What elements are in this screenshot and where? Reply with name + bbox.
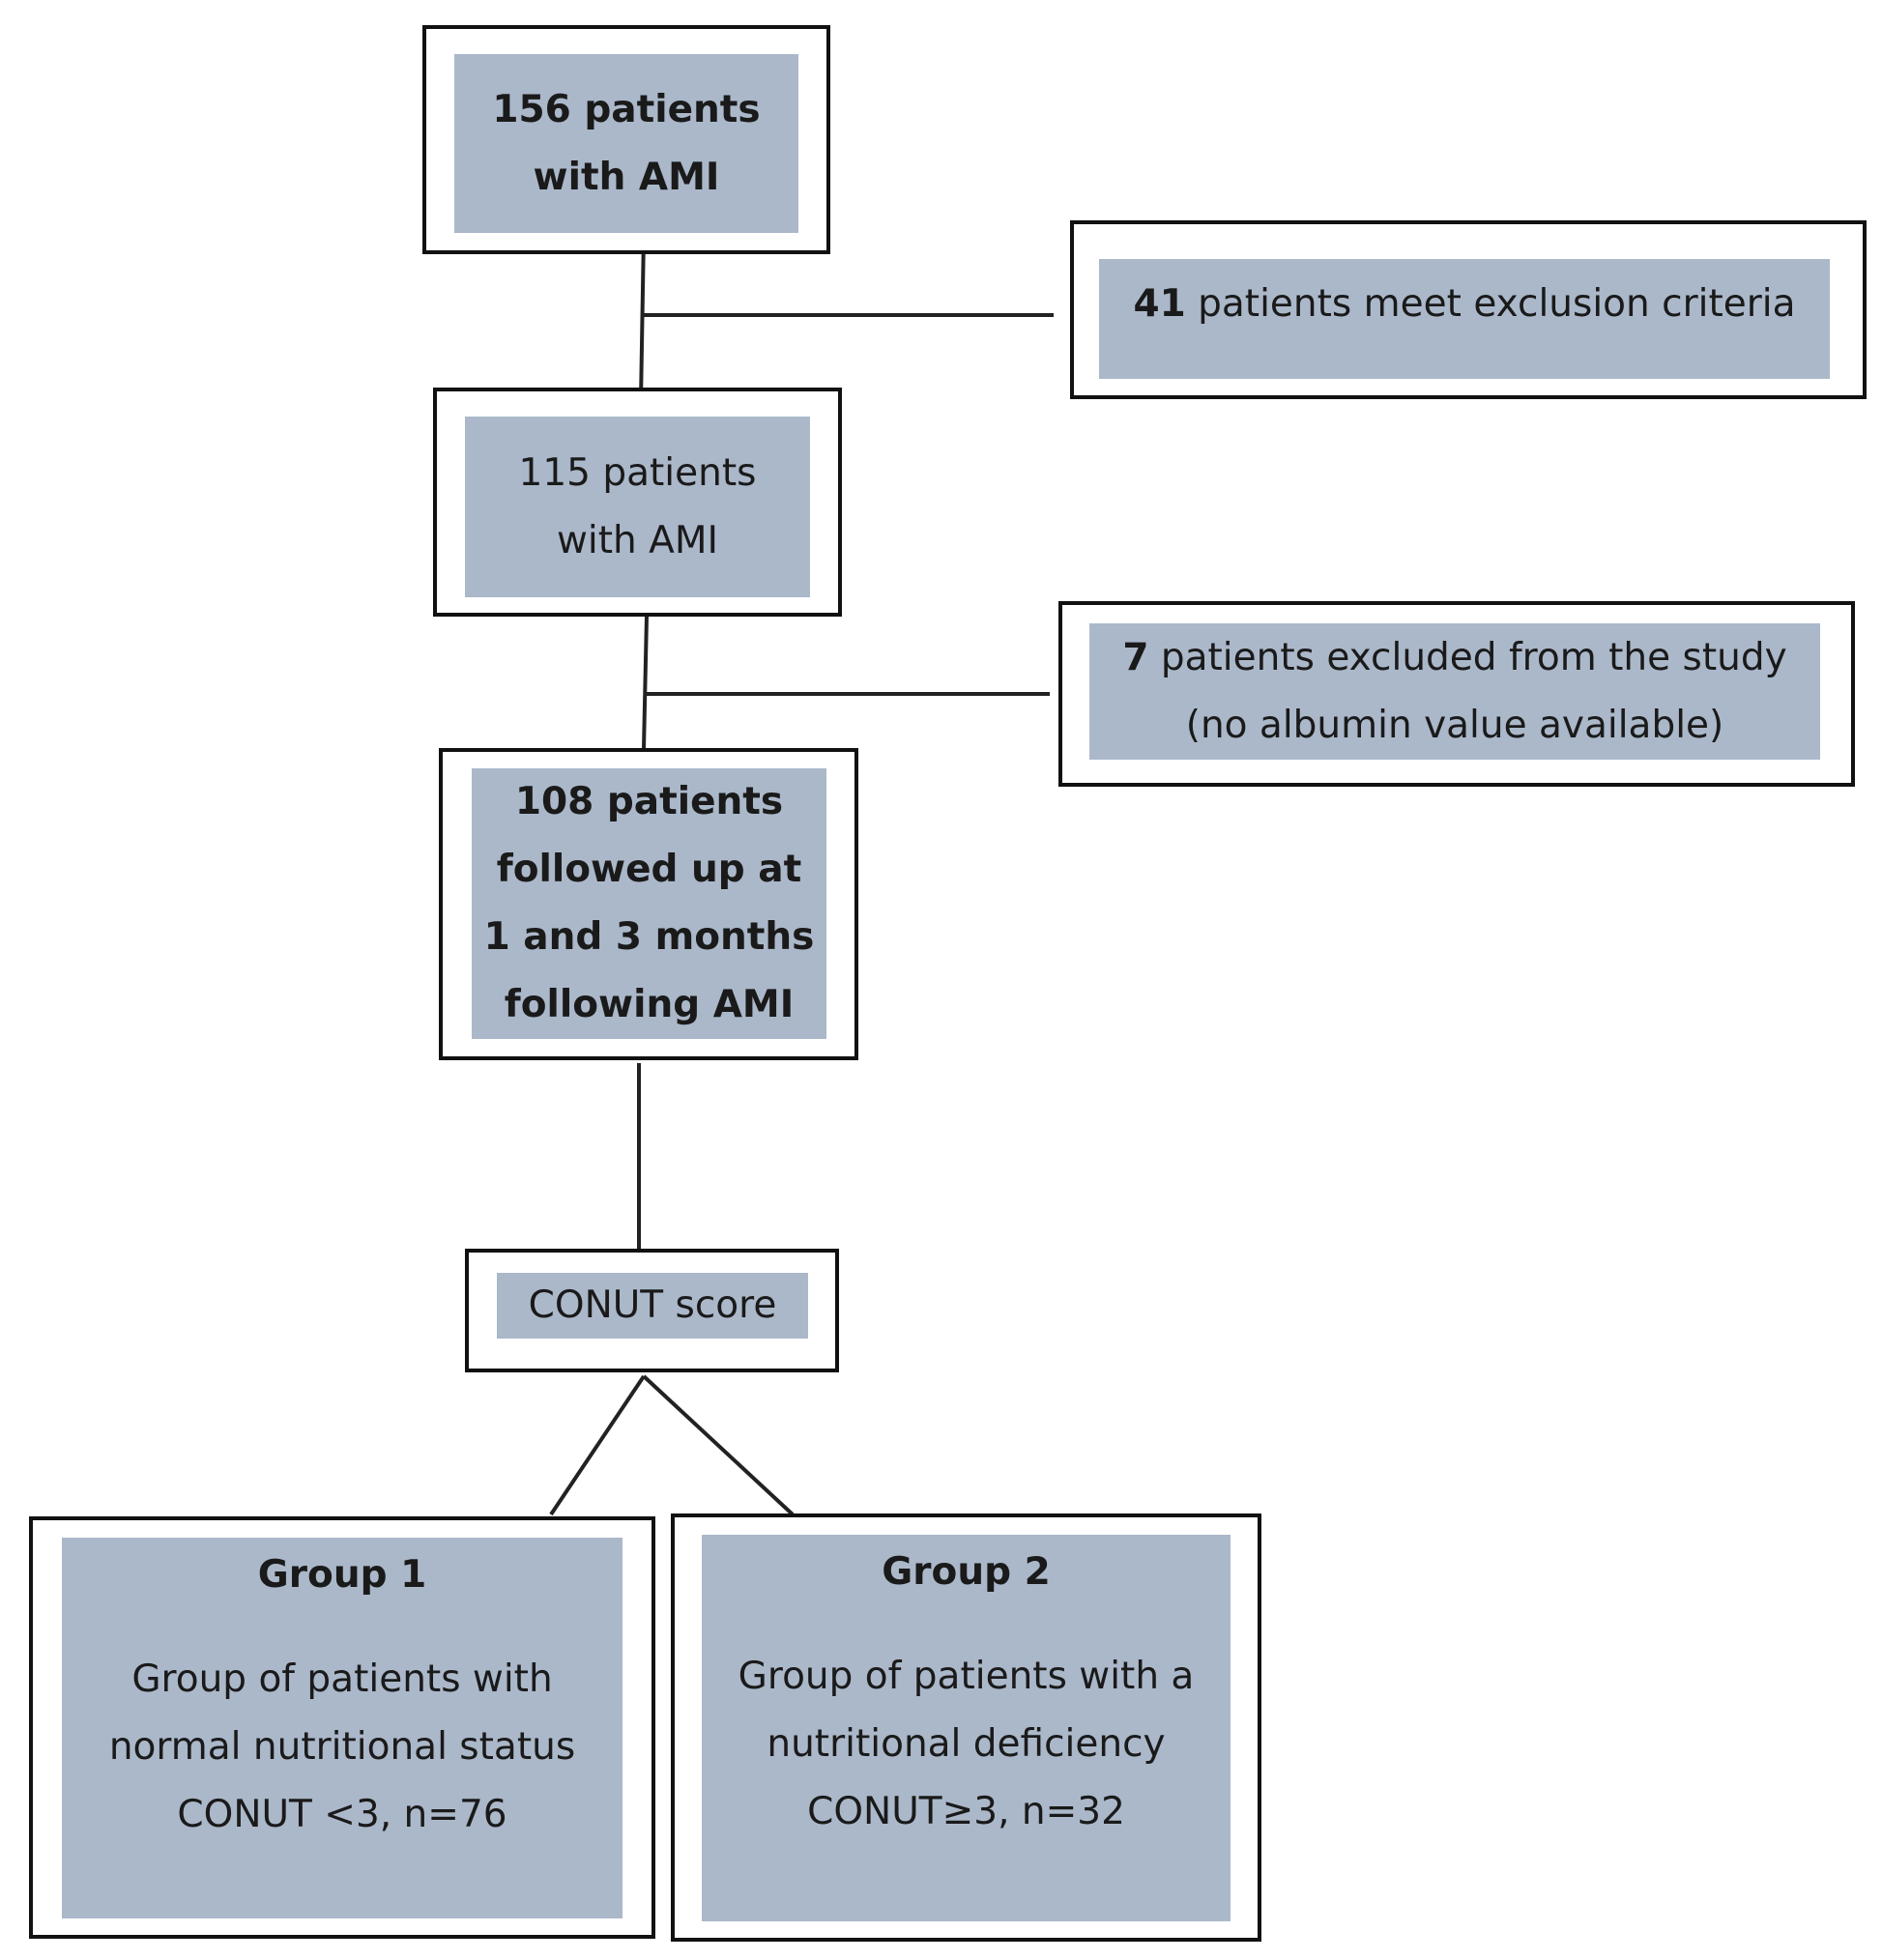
connector-start-to-mid bbox=[639, 233, 646, 402]
start-box-line2: with AMI bbox=[533, 155, 720, 199]
group1-line3: CONUT <3, n=76 bbox=[177, 1793, 507, 1836]
group2-line1: Group of patients with a bbox=[738, 1655, 1195, 1698]
exclusion-1-count: 41 bbox=[1133, 282, 1186, 326]
connector-mid-to-followed bbox=[642, 615, 649, 750]
exclusion-1-text: patients meet exclusion criteria bbox=[1185, 282, 1796, 326]
mid-box-content: 115 patients with AMI bbox=[465, 417, 810, 597]
group1-line1: Group of patients with bbox=[131, 1657, 553, 1701]
start-box-content: 156 patients with AMI bbox=[454, 54, 798, 233]
conut-label: CONUT score bbox=[528, 1283, 777, 1327]
connector-conut-to-group1 bbox=[549, 1374, 646, 1516]
exclusion-1-line: 41 patients meet exclusion criteria bbox=[1133, 271, 1795, 338]
group1-title: Group 1 bbox=[257, 1553, 427, 1597]
conut-box-content: CONUT score bbox=[497, 1273, 808, 1339]
connector-conut-to-group2 bbox=[642, 1374, 795, 1516]
mid-box-line1: 115 patients bbox=[518, 450, 757, 495]
exclusion-2-count: 7 bbox=[1122, 635, 1149, 679]
followed-box-line4: following AMI bbox=[504, 983, 795, 1026]
group1-line2: normal nutritional status bbox=[108, 1725, 576, 1769]
start-box-line1: 156 patients bbox=[492, 87, 761, 131]
followed-box-line2: followed up at bbox=[496, 848, 802, 891]
exclusion-2-line2: (no albumin value available) bbox=[1185, 703, 1724, 747]
exclusion-2-text: patients excluded from the study bbox=[1148, 635, 1787, 679]
followed-box-line1: 108 patients bbox=[514, 780, 784, 823]
group2-box-content: Group 2 Group of patients with a nutriti… bbox=[702, 1535, 1231, 1921]
group2-line2: nutritional deficiency bbox=[767, 1722, 1166, 1766]
group1-box-content: Group 1 Group of patients with normal nu… bbox=[62, 1538, 623, 1918]
group2-line3: CONUT≥3, n=32 bbox=[807, 1790, 1125, 1833]
followed-box-line3: 1 and 3 months bbox=[483, 915, 815, 959]
followed-box-content: 108 patients followed up at 1 and 3 mont… bbox=[472, 768, 826, 1039]
mid-box-line2: with AMI bbox=[557, 518, 718, 562]
group2-title: Group 2 bbox=[882, 1550, 1051, 1594]
exclusion-2-line1: 7 patients excluded from the study bbox=[1122, 624, 1786, 692]
exclusion-box-1-content: 41 patients meet exclusion criteria bbox=[1099, 259, 1830, 379]
exclusion-box-2-content: 7 patients excluded from the study (no a… bbox=[1089, 623, 1820, 760]
